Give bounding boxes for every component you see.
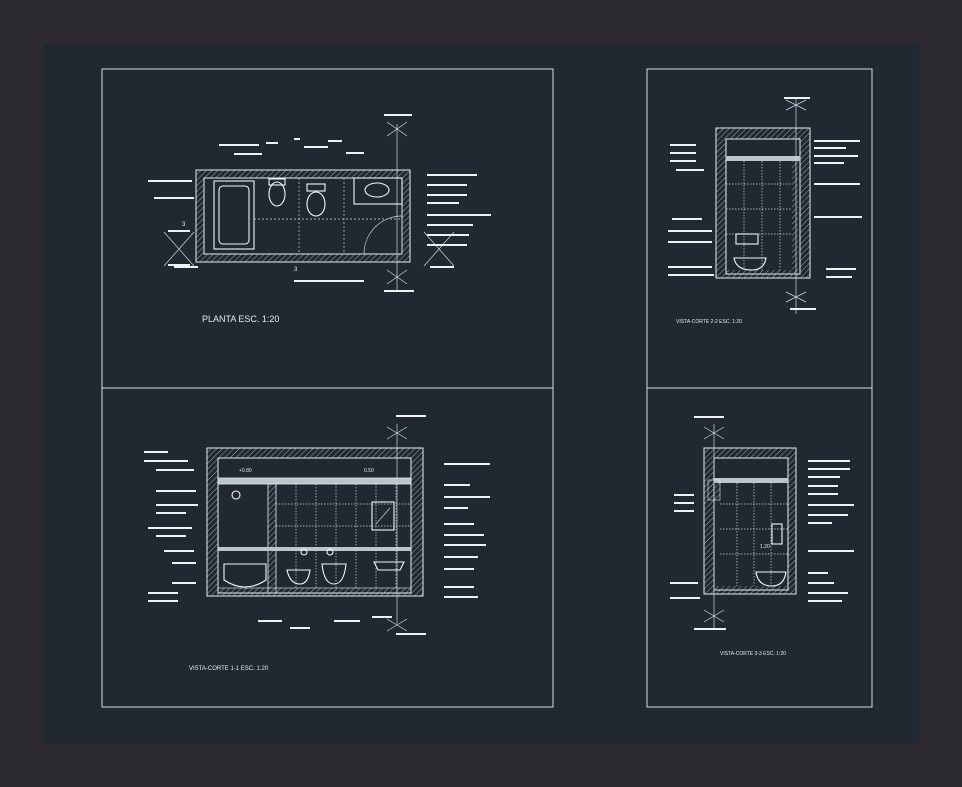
door-swing	[363, 215, 403, 255]
bathtub-plan	[213, 180, 255, 250]
viewport-section-3[interactable]	[646, 387, 873, 708]
plan-drawing: 3 3	[148, 114, 491, 292]
level-label-b: 0.50	[364, 468, 374, 474]
section-2-drawing	[668, 97, 862, 314]
section-3-drawing: 1.20	[670, 416, 854, 630]
bidet-section	[321, 563, 347, 585]
section-1-title: VISTA-CORTE 1-1 ESC. 1:20	[189, 666, 269, 672]
toilet-section-3	[755, 571, 787, 587]
level-label-a: +0.80	[239, 468, 252, 474]
cad-model-space[interactable]: 3 3 PLANTA ESC. 1:20	[44, 44, 919, 744]
section-1-drawing: +0.80 0.50	[144, 415, 490, 635]
bathtub-section	[223, 563, 267, 588]
section-2-title: VISTA-CORTE 2-2 ESC. 1:20	[676, 319, 742, 325]
toilet-section-2	[733, 257, 767, 271]
toilet-plan	[268, 181, 286, 207]
drawing-svg: 3 3 PLANTA ESC. 1:20	[101, 68, 873, 708]
shower-head	[231, 490, 241, 500]
mirror	[371, 501, 395, 531]
section-marker-left: 3	[182, 222, 186, 228]
vanity-plan	[353, 177, 403, 205]
section-marker-bottom: 3	[294, 267, 298, 273]
toilet-section	[286, 569, 311, 585]
section-3-title: VISTA-CORTE 3-3 ESC. 1:20	[720, 651, 786, 657]
sink-section	[373, 561, 405, 571]
viewport-section-1[interactable]	[101, 387, 554, 708]
level-label-c: 1.20	[760, 544, 770, 550]
bidet-plan	[306, 191, 326, 217]
plan-title: PLANTA ESC. 1:20	[202, 314, 279, 324]
